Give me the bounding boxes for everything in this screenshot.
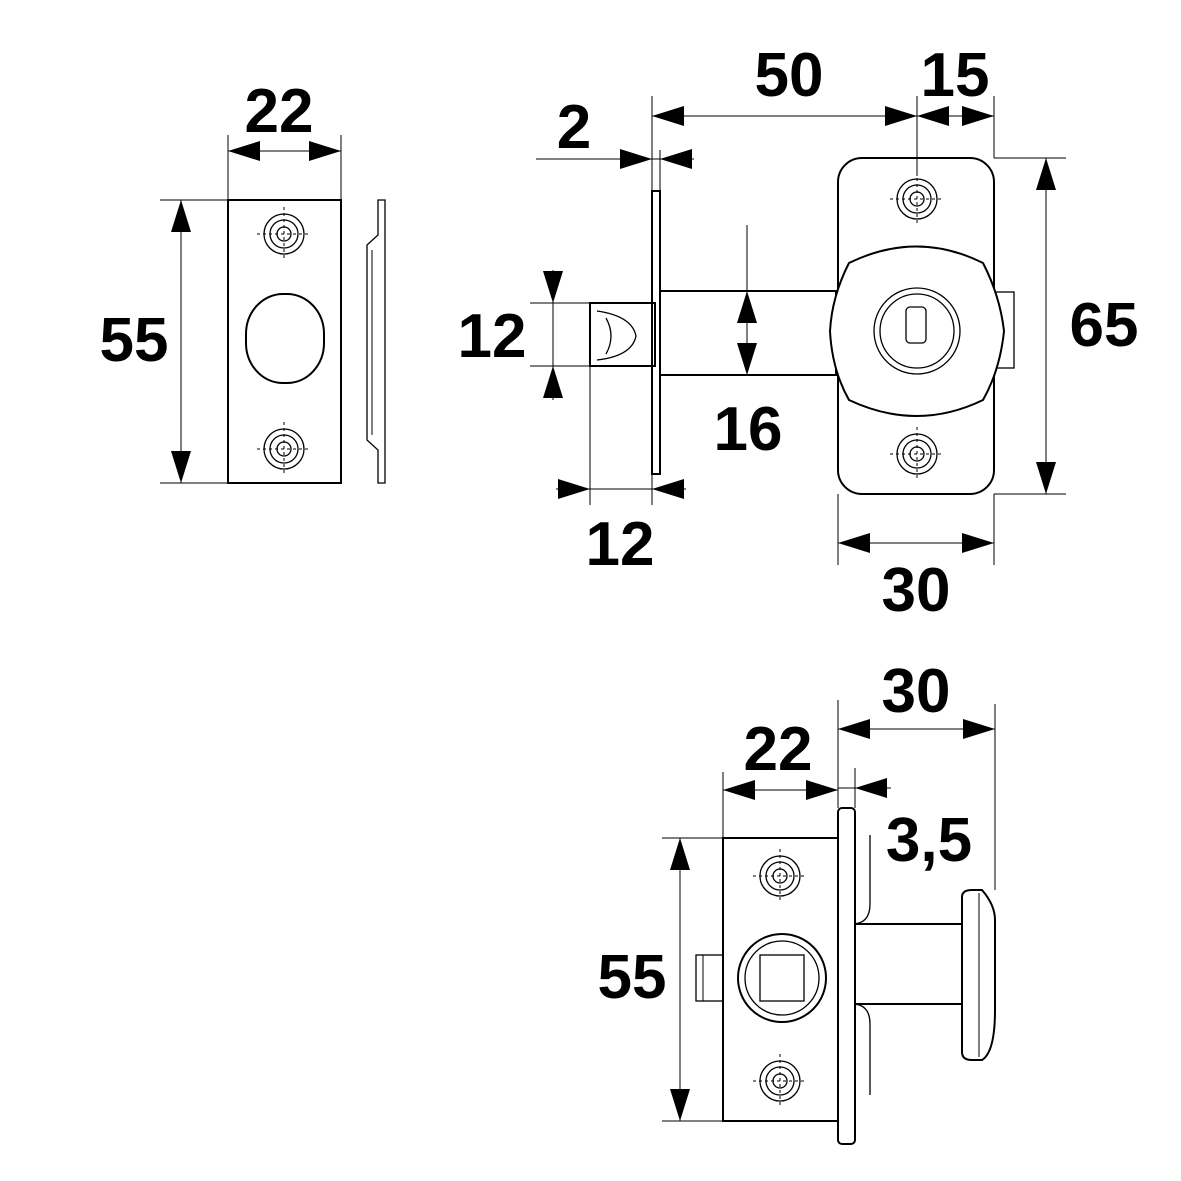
bolt-opening xyxy=(737,933,827,1023)
strike-width-label: 22 xyxy=(245,77,314,146)
front-bolt-tip xyxy=(695,954,724,1002)
latch-bolt xyxy=(589,302,656,367)
shaft-diameter-label: 16 xyxy=(714,395,783,464)
thumbturn-rose xyxy=(828,245,1006,417)
latch-front-view: 22 30 3,5 55 xyxy=(598,657,996,1145)
screw-hole-icon xyxy=(256,206,312,262)
strike-plate-view: 22 55 xyxy=(100,77,386,484)
plate-thickness-label: 3,5 xyxy=(886,806,972,875)
overall-depth-label: 30 xyxy=(882,657,951,726)
front-width-label: 22 xyxy=(744,715,813,784)
front-height-label: 55 xyxy=(598,943,667,1012)
flange-thickness-label: 2 xyxy=(557,93,591,162)
plate-height-label: 65 xyxy=(1070,291,1139,360)
screw-hole-icon xyxy=(256,421,312,477)
latch-side-view: 2 50 15 65 30 12 xyxy=(458,41,1139,625)
plate-width-label: 30 xyxy=(882,556,951,625)
thumbturn-slot xyxy=(905,306,927,344)
bolt-projection-label: 12 xyxy=(586,510,655,579)
strike-plate xyxy=(227,199,342,484)
bolt-diameter-label: 12 xyxy=(458,302,527,371)
strike-plate-profile xyxy=(366,199,386,484)
thumbturn-rosette xyxy=(873,287,961,375)
front-flange xyxy=(837,807,856,1145)
strike-bolt-opening xyxy=(245,293,325,384)
body-length-label: 50 xyxy=(755,41,824,110)
thumbturn-stem xyxy=(851,923,963,1005)
knob-depth-label: 15 xyxy=(921,41,990,110)
strike-height-label: 55 xyxy=(100,306,169,375)
